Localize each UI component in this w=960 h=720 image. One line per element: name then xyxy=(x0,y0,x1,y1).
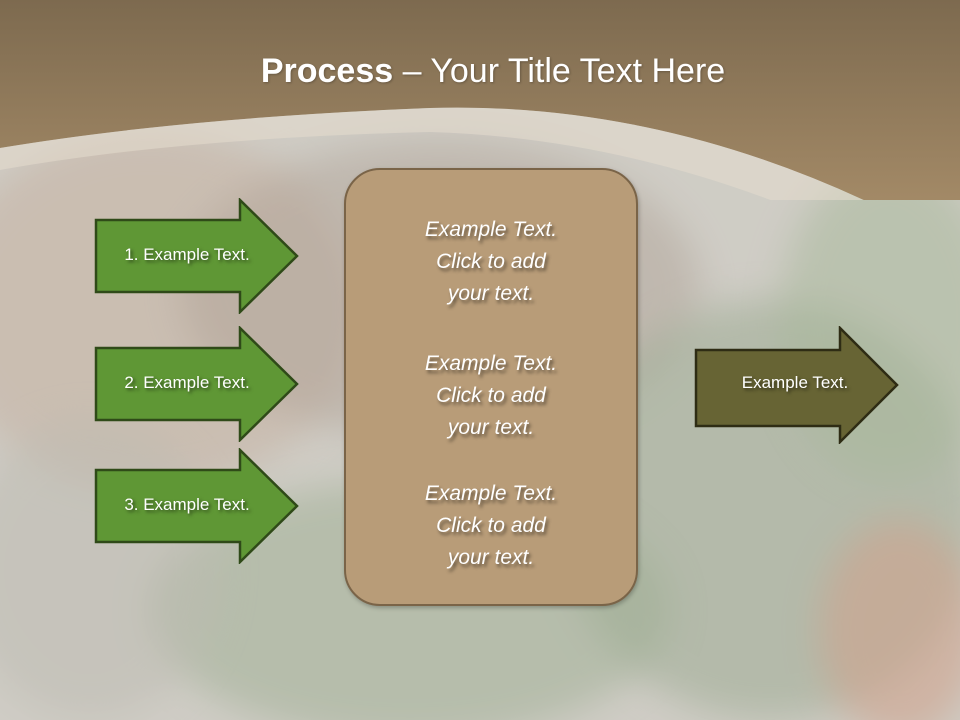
center-paragraph-3: Example Text. Click to add your text. xyxy=(424,482,558,569)
header-band xyxy=(0,0,960,200)
title-rest: – Your Title Text Here xyxy=(393,52,726,90)
title-bold: Process xyxy=(260,52,394,90)
center-process-box[interactable]: Example Text. Click to add your text. Ex… xyxy=(344,168,638,606)
input-arrow-2[interactable] xyxy=(94,326,300,442)
center-paragraph-1: Example Text. Click to add your text. xyxy=(424,218,558,305)
input-arrow-1-label: 1. Example Text. xyxy=(124,245,250,264)
output-arrow-label: Example Text. xyxy=(741,373,849,392)
output-arrow[interactable] xyxy=(694,326,900,444)
input-arrow-1[interactable] xyxy=(94,198,300,314)
center-paragraph-2: Example Text. Click to add your text. xyxy=(424,352,558,439)
slide-title[interactable]: Process – Your Title Text Here xyxy=(0,52,960,91)
input-arrow-3[interactable] xyxy=(94,448,300,564)
input-arrow-3-label: 3. Example Text. xyxy=(124,495,250,514)
input-arrow-2-label: 2. Example Text. xyxy=(124,373,250,392)
